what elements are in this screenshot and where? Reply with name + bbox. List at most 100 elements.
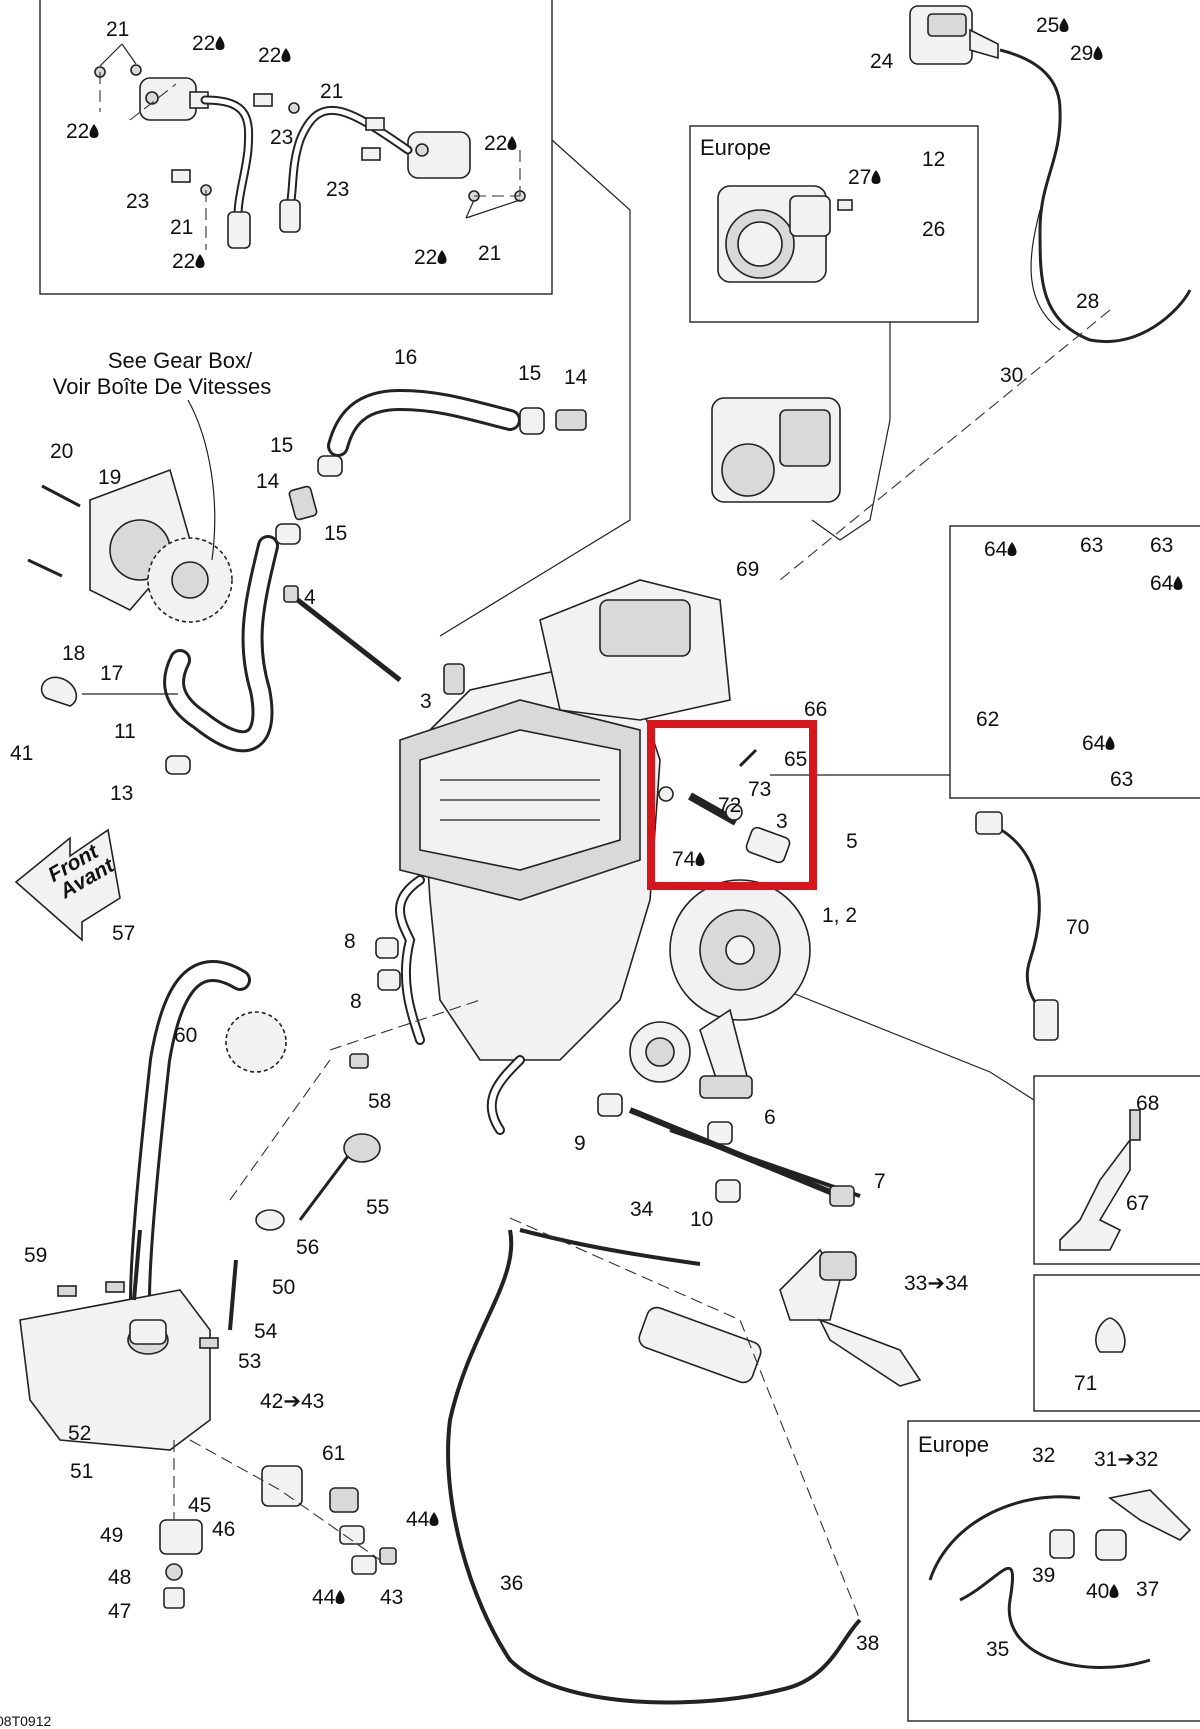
callout-label: 32 <box>1032 1444 1055 1467</box>
callout-label: 21 <box>320 80 343 103</box>
callout-label: 21 <box>170 216 193 239</box>
callout-label: 73 <box>748 778 771 801</box>
mount-bolts <box>283 585 861 1207</box>
sensor-connector-70 <box>975 811 1003 835</box>
drawing-code: 08T0912 <box>0 1713 51 1729</box>
sensor-wire-70 <box>979 818 1052 1022</box>
callout-label: 7 <box>874 1170 886 1193</box>
callout-label: 52 <box>68 1422 91 1445</box>
callout-label: 68 <box>1136 1092 1159 1115</box>
lubricant-drop-icon <box>335 1590 345 1604</box>
callout-label: 44 <box>406 1508 430 1531</box>
callout-label: 61 <box>322 1442 345 1465</box>
callout-label: 37 <box>1136 1578 1159 1601</box>
lubricant-drop-icon <box>215 36 225 50</box>
lubricant-drop-icon <box>89 124 99 138</box>
hose-fittings <box>288 409 587 521</box>
callout-label: 25 <box>1036 14 1059 37</box>
callout-label: 21 <box>478 242 501 265</box>
callout-label: 23 <box>126 190 149 213</box>
ring-71 <box>1095 1317 1126 1353</box>
callout-label: 6 <box>764 1106 776 1129</box>
lubricant-drop-icon <box>195 254 205 268</box>
callout-label: 42➔43 <box>260 1390 324 1413</box>
callout-label: 14 <box>564 366 588 389</box>
callout-label: 47 <box>108 1600 131 1623</box>
callout-label: 8 <box>344 930 356 953</box>
front-direction-arrow <box>14 828 121 942</box>
callout-label: 28 <box>1076 290 1099 313</box>
cable-34 <box>519 1228 701 1266</box>
callout-label: 70 <box>1066 916 1089 939</box>
lubricant-drop-icon <box>437 250 447 264</box>
callout-label: 34 <box>630 1198 654 1221</box>
callout-label: 43 <box>380 1586 403 1609</box>
tank-bolts <box>57 1229 238 1349</box>
europe-label: Europe <box>918 1432 989 1457</box>
cover-bolts <box>27 484 81 578</box>
ignition-coil-right <box>407 131 471 179</box>
lubricant-drop-icon <box>1059 18 1069 32</box>
callout-label: 1, 2 <box>822 904 857 927</box>
lubricant-drop-icon <box>1173 576 1183 590</box>
callout-label: 27 <box>848 166 871 189</box>
callout-label: 71 <box>1074 1372 1097 1395</box>
callout-label: 23 <box>326 178 349 201</box>
callout-label: 44 <box>312 1586 336 1609</box>
callout-label: 9 <box>574 1132 586 1155</box>
callout-label: 30 <box>1000 364 1023 387</box>
callout-label: 35 <box>986 1638 1009 1661</box>
callout-label: 5 <box>846 830 858 853</box>
callout-label: 60 <box>174 1024 197 1047</box>
drain-plug-stack <box>159 1519 203 1609</box>
callout-label: 20 <box>50 440 73 463</box>
callout-label: 10 <box>690 1208 713 1231</box>
callout-label: 64 <box>1150 572 1174 595</box>
callout-label: 22 <box>66 120 89 143</box>
air-intake-assembly <box>711 397 841 503</box>
engine-block <box>399 579 811 1099</box>
callout-label: 72 <box>718 794 741 817</box>
europe-throttle-body <box>717 185 853 283</box>
lubricant-drop-icon <box>1109 1584 1119 1598</box>
callout-label: 53 <box>238 1350 261 1373</box>
callout-label: 54 <box>254 1320 278 1343</box>
oil-pump-parts <box>261 1465 397 1575</box>
oil-dipstick-55 <box>298 1133 381 1221</box>
clutch-lever-assembly <box>779 1248 922 1387</box>
callout-label: 18 <box>62 642 85 665</box>
lubricant-drop-icon <box>1105 736 1115 750</box>
callout-label: 12 <box>922 148 945 171</box>
lubricant-drop-icon <box>429 1512 439 1526</box>
callout-label: 63 <box>1150 534 1173 557</box>
callout-label: 15 <box>270 434 293 457</box>
callout-label: 22 <box>414 246 437 269</box>
callout-label: 15 <box>324 522 347 545</box>
callout-labels: 21 22 22 21 22 23 23 21 22 23 22 22 21 2… <box>10 14 1183 1661</box>
callout-label: 36 <box>500 1572 523 1595</box>
callout-label: 48 <box>108 1566 131 1589</box>
see-gear-box-note-fr: Voir Boîte De Vitesses <box>53 374 272 399</box>
callout-label: 62 <box>976 708 999 731</box>
callout-label: 21 <box>106 18 129 41</box>
lubricant-drop-icon <box>507 136 517 150</box>
callout-label: 14 <box>256 470 280 493</box>
callout-label: 3 <box>420 690 432 713</box>
callout-label: 56 <box>296 1236 319 1259</box>
callout-label: 22 <box>192 32 215 55</box>
callout-label: 24 <box>870 50 894 73</box>
spark-plug-boot-right <box>279 199 301 233</box>
callout-label: 22 <box>172 250 195 273</box>
o-ring-56 <box>255 1209 285 1231</box>
callout-label: 67 <box>1126 1192 1149 1215</box>
callout-label: 63 <box>1110 768 1133 791</box>
shift-connector-line <box>789 991 1035 1101</box>
callout-label: 50 <box>272 1276 295 1299</box>
callout-label: 74 <box>672 848 696 871</box>
oil-tank <box>19 1289 211 1451</box>
see-gear-box-note: See Gear Box/ <box>108 348 253 373</box>
lubricant-drop-icon <box>871 170 881 184</box>
callout-label: 33➔34 <box>904 1272 969 1295</box>
inset-connector-line <box>439 139 631 637</box>
